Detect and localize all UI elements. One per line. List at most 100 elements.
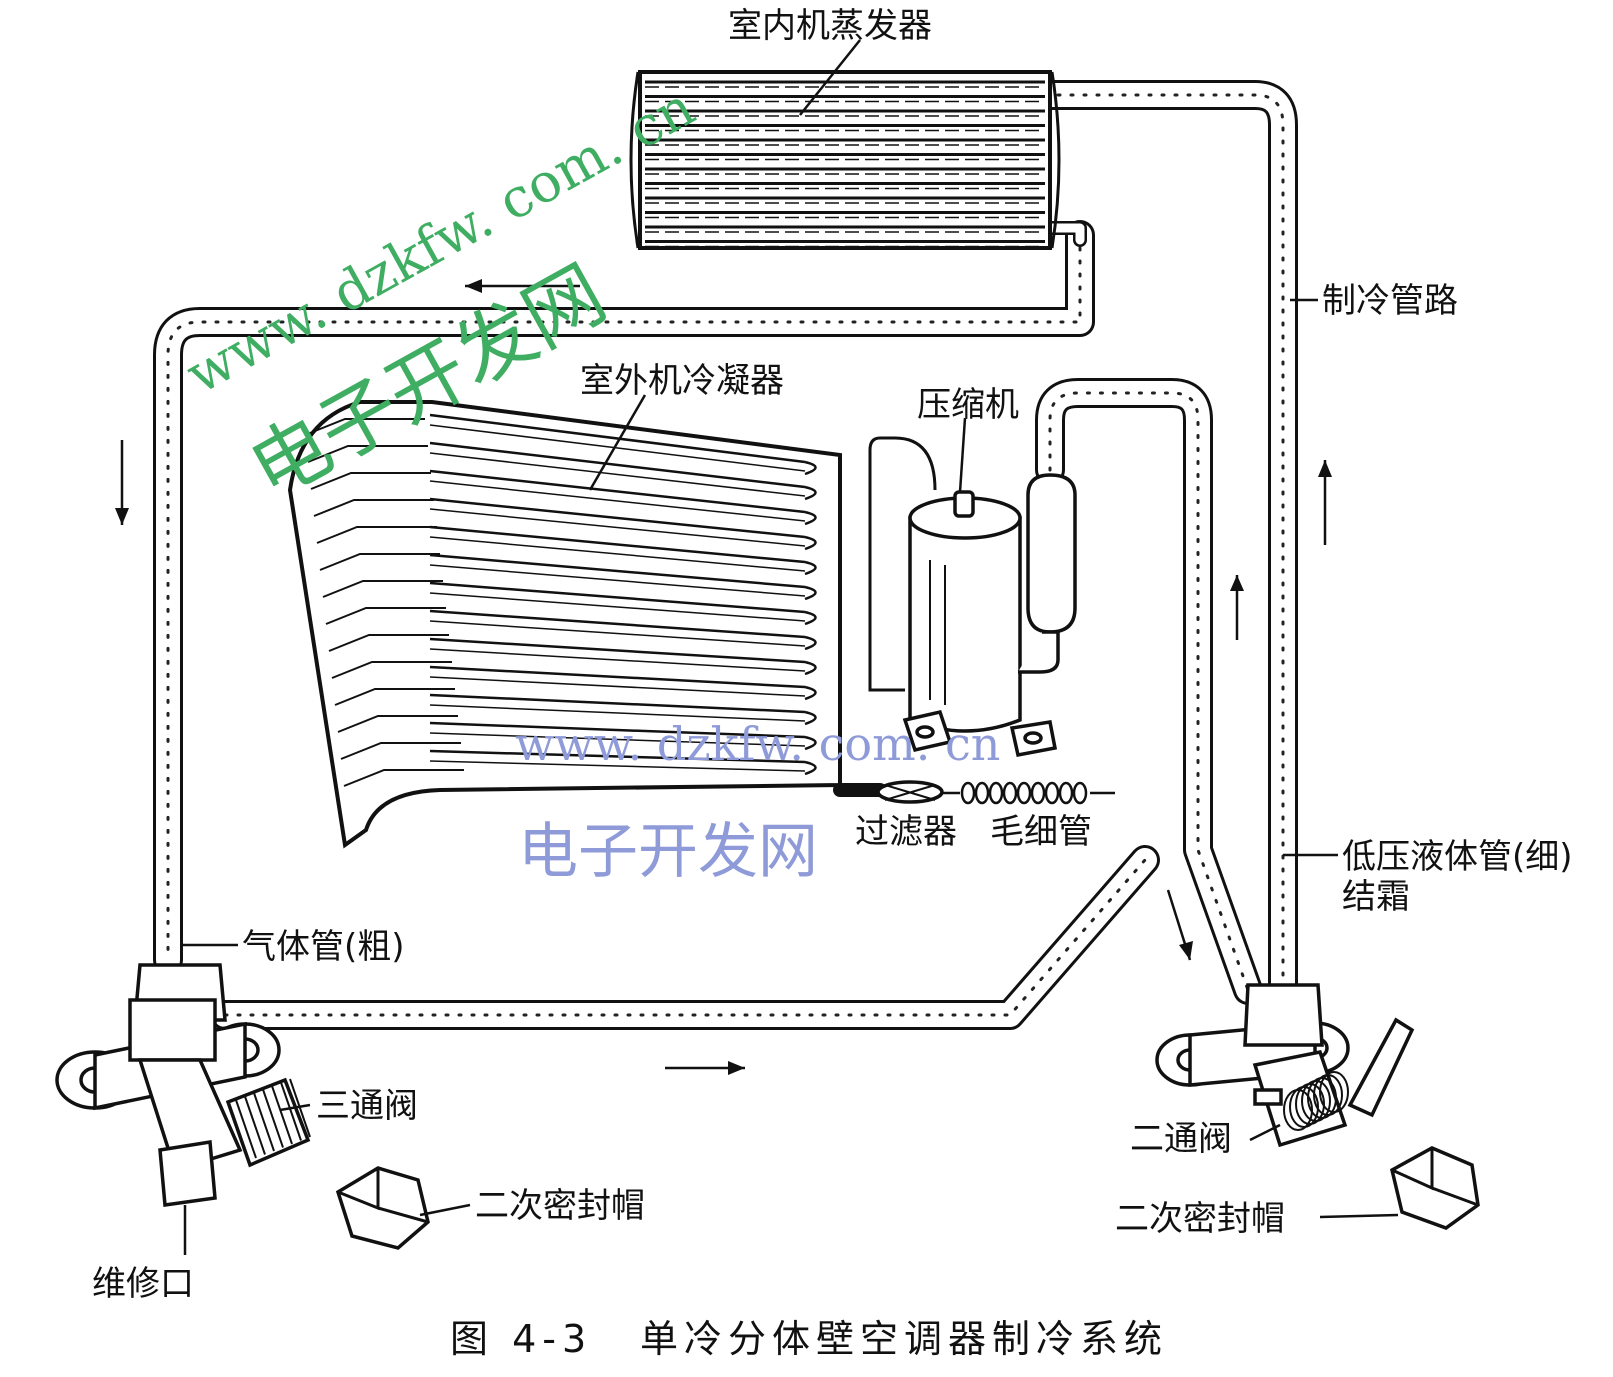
condenser-tube [429, 469, 806, 514]
condenser-fin [343, 769, 464, 787]
compressor [868, 436, 1058, 758]
thread-line [244, 1096, 266, 1155]
capillary-coil [1072, 781, 1088, 805]
capillary-coil [960, 781, 976, 805]
label-evaporator: 室内机蒸发器 [728, 6, 932, 46]
evaporator [629, 70, 1061, 250]
liquid-bottom-pipe [210, 845, 1160, 1030]
label-low-pressure-pipe: 低压液体管(细) [1342, 837, 1573, 877]
capillary-coil [1002, 781, 1018, 805]
capillary-coil [1030, 781, 1046, 805]
condenser-bend [804, 585, 817, 601]
condenser-tube-detail [429, 564, 806, 597]
condenser-tube-detail [429, 536, 806, 572]
thread-line [271, 1085, 293, 1145]
capillary [942, 781, 1115, 805]
condenser-tube-detail [429, 592, 806, 622]
thread-line [289, 1078, 311, 1138]
two-way-valve [1155, 983, 1415, 1148]
caption-number: 图 4-3 [450, 1317, 592, 1361]
condenser-bend [804, 710, 817, 726]
thread-line [280, 1082, 302, 1141]
condenser-tube [429, 749, 806, 764]
capillary-coil [1044, 781, 1060, 805]
condenser-bend [804, 760, 817, 776]
label-service-port: 维修口 [92, 1264, 194, 1304]
condenser-tube [429, 553, 806, 589]
condenser-fin [325, 607, 446, 625]
filter [833, 780, 944, 804]
capillary-coil [1016, 781, 1032, 805]
compressor-discharge-pipe [1035, 378, 1263, 1005]
label-frost: 结霜 [1342, 877, 1410, 917]
condenser-fin [304, 418, 425, 436]
condenser-tube-detail [429, 760, 806, 772]
condenser [287, 400, 842, 849]
condenser-fin [337, 715, 458, 733]
condenser-tube [429, 665, 806, 689]
condenser-fin [307, 445, 428, 463]
condenser-tube [429, 581, 806, 614]
condenser-fin [313, 499, 434, 517]
condenser-tube [429, 413, 806, 464]
label-refrigerant-line: 制冷管路 [1322, 281, 1458, 321]
label-capillary: 毛细管 [990, 812, 1092, 852]
condenser-bend [804, 485, 817, 501]
condenser-tube [429, 525, 806, 564]
condenser-tube [429, 609, 806, 639]
label-two-way-valve: 二通阀 [1130, 1119, 1232, 1159]
condenser-tube-detail [429, 648, 806, 672]
label-secondary-cap-right: 二次密封帽 [1115, 1199, 1285, 1239]
capillary-coil [988, 781, 1004, 805]
refrigerant-line-pipe [1030, 80, 1298, 1000]
condenser-tube-detail [429, 508, 806, 547]
label-secondary-cap-left: 二次密封帽 [475, 1186, 645, 1226]
condenser-fin [340, 742, 461, 760]
condenser-tube [429, 497, 806, 539]
condenser-tube [429, 693, 806, 714]
condenser-fin [322, 580, 443, 598]
condenser-tube-detail [429, 424, 806, 472]
accumulator [1018, 473, 1077, 674]
caption-title: 单冷分体壁空调器制冷系统 [640, 1317, 1168, 1361]
left-secondary-cap [335, 1166, 430, 1250]
thread-coil [1319, 1071, 1349, 1113]
label-compressor: 压缩机 [917, 385, 1019, 425]
condenser-bend [804, 660, 817, 676]
capillary-coil [1058, 781, 1074, 805]
condenser-bend [804, 735, 817, 751]
condenser-tube-detail [429, 676, 806, 697]
condenser-bend [804, 560, 817, 576]
condenser-tube [429, 441, 806, 489]
condenser-tube [429, 721, 806, 739]
watermark-url-blue: www. dzkfw. com. cn [515, 717, 1000, 771]
leader-lines [180, 39, 1399, 1255]
gas-pipe [153, 220, 1095, 975]
condenser-tube-detail [429, 620, 806, 647]
label-condenser: 室外机冷凝器 [580, 361, 784, 401]
condenser-tube-detail [429, 704, 806, 722]
condenser-tube-detail [429, 732, 806, 747]
watermark-name-blue: 电子开发网 [518, 817, 818, 887]
label-three-way-valve: 三通阀 [316, 1086, 418, 1126]
condenser-tube [429, 637, 806, 664]
condenser-tube-detail [429, 452, 806, 497]
condenser-bend [804, 635, 817, 651]
thread-line [235, 1099, 257, 1159]
label-filter: 过滤器 [855, 812, 957, 852]
condenser-bend [804, 535, 817, 551]
condenser-fin [310, 472, 431, 490]
condenser-bend [804, 510, 817, 526]
condenser-bend [804, 685, 817, 701]
capillary-coil [974, 781, 990, 805]
label-gas-pipe: 气体管(粗) [242, 927, 405, 967]
condenser-fin [331, 661, 452, 679]
condenser-fin [328, 634, 449, 652]
condenser-bend [804, 610, 817, 626]
right-secondary-cap [1389, 1146, 1480, 1230]
three-way-valve [55, 963, 311, 1207]
condenser-fin [316, 526, 437, 544]
thread-line [253, 1092, 275, 1152]
